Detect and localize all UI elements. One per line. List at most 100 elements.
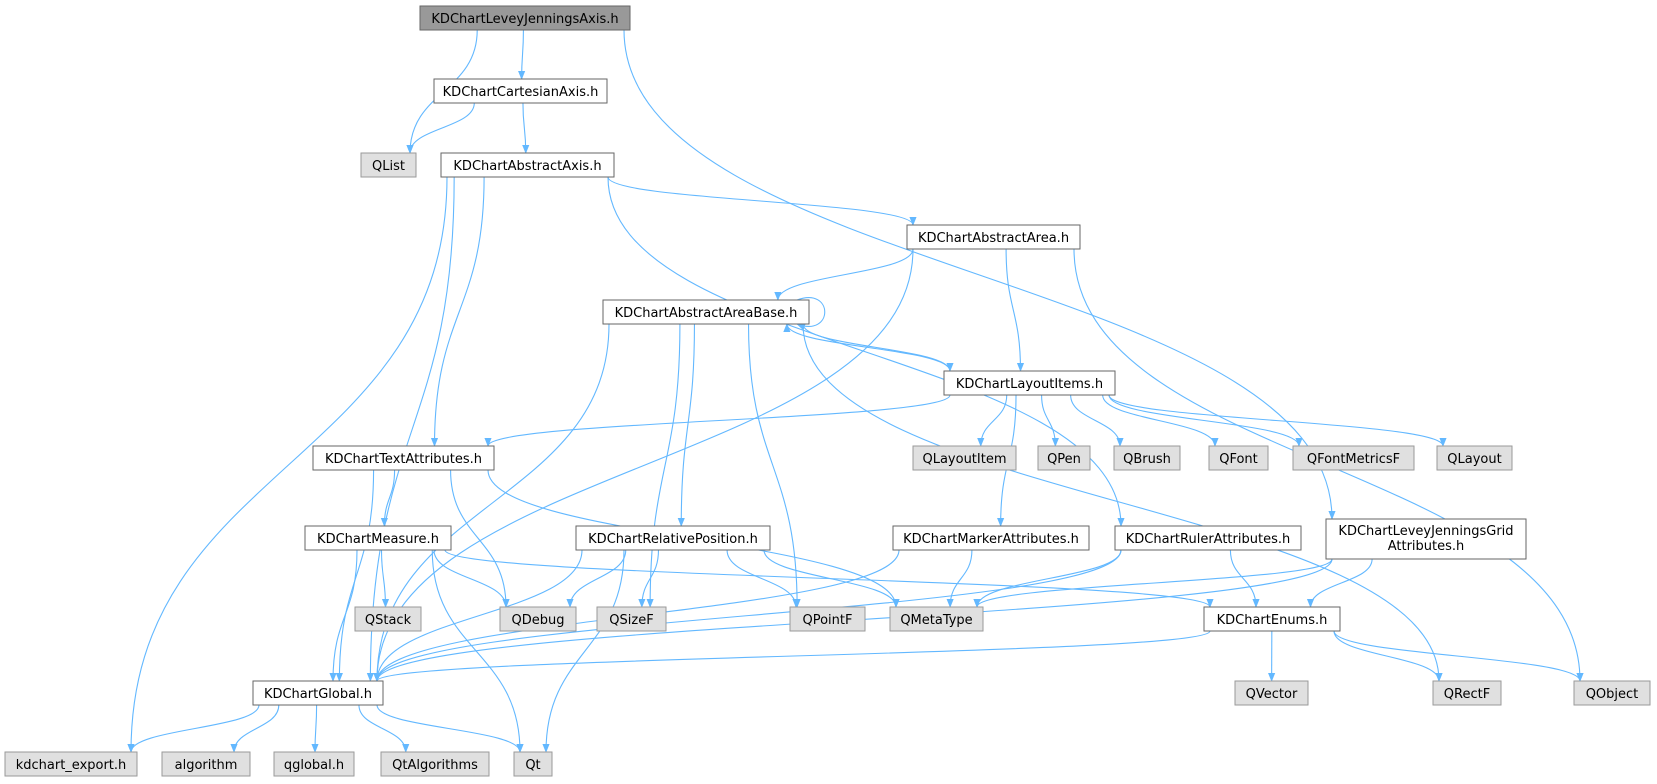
node-box [433,78,608,104]
node-algorithm[interactable]: algorithm [161,751,251,777]
edge-line [380,469,396,527]
node-box [943,370,1116,396]
node-relative_position[interactable]: KDChartRelativePosition.h [575,525,771,551]
edge-relative_position-to-qpointf [726,549,800,608]
edge-line [607,176,1125,527]
node-label: QVector [1246,687,1298,702]
node-box [1432,680,1502,706]
edge-line [406,102,475,154]
edge-abstract_axis-to-kdchart_export [127,176,448,753]
node-qpen[interactable]: QPen [1037,445,1091,471]
node-box [354,606,422,632]
node-qvector[interactable]: QVector [1234,680,1309,706]
node-layout_items[interactable]: KDChartLayoutItems.h [943,370,1116,396]
node-box [889,606,984,632]
edge-cartesian_axis-to-abstract_axis [522,102,530,154]
edge-line [1102,394,1219,447]
edge-measure-to-qstack [380,549,390,608]
node-abstract_area_base[interactable]: KDChartAbstractAreaBase.h [602,299,810,325]
edge-layout_items-to-qlayoutitem [977,394,1008,447]
edge-line [607,176,917,226]
node-label: algorithm [175,758,238,773]
edge-layout_items-to-abstract_area_base [783,323,951,372]
node-qrectf[interactable]: QRectF [1432,680,1502,706]
node-box [912,445,1017,471]
edge-measure-to-global [329,549,358,682]
edge-line [677,323,695,527]
node-label: KDChartMarkerAttributes.h [903,532,1079,547]
edge-measure-to-qdebug [433,549,510,608]
edge-ruler_attributes-to-qmetatype [973,549,1122,608]
node-label: KDChartAbstractAxis.h [453,159,601,174]
node-label: QBrush [1123,452,1171,467]
node-qdebug[interactable]: QDebug [499,606,577,632]
edge-line [450,469,510,608]
edge-abstract_area_base-to-qrectf [802,323,1443,682]
edge-global-to-algorithm [230,704,280,753]
node-label: KDChartAbstractAreaBase.h [615,306,798,321]
edge-layout_items-to-qbrush [1070,394,1124,447]
node-qstack[interactable]: QStack [354,606,422,632]
edge-line [433,549,510,608]
edge-line [763,549,900,608]
node-qglobal[interactable]: qglobal.h [273,751,355,777]
edge-line [1333,630,1584,682]
node-enums[interactable]: KDChartEnums.h [1203,606,1341,632]
node-qbrush[interactable]: QBrush [1113,445,1181,471]
edge-relative_position-to-qt [542,549,625,753]
node-qlayout[interactable]: QLayout [1436,445,1513,471]
node-qobject[interactable]: QObject [1573,680,1651,706]
node-label: qglobal.h [284,758,344,773]
edge-abstract_area_base-to-qsizef [646,323,681,608]
node-abstract_axis[interactable]: KDChartAbstractAxis.h [440,152,615,178]
edge-ruler_attributes-to-global [373,549,1122,682]
edge-enums-to-global [373,630,1211,682]
node-marker_attributes[interactable]: KDChartMarkerAttributes.h [892,525,1090,551]
dependency-nodes: KDChartLeveyJenningsAxis.hKDChartCartesi… [4,5,1651,777]
edge-abstract_axis-to-text_attributes [430,176,485,447]
node-box [906,224,1081,250]
node-kdchart_export[interactable]: kdchart_export.h [4,751,138,777]
node-label: kdchart_export.h [16,758,127,773]
edge-text_attributes-to-qdebug [450,469,510,608]
node-box [380,751,490,777]
node-qt[interactable]: Qt [513,751,553,777]
node-qmetatype[interactable]: QMetaType [889,606,984,632]
edge-line [311,704,319,753]
node-qsizef[interactable]: QSizeF [596,606,667,632]
edge-line [542,549,625,753]
edge-abstract_axis-to-ruler_attributes [607,176,1125,527]
node-text_attributes[interactable]: KDChartTextAttributes.h [312,445,495,471]
node-ruler_attributes[interactable]: KDChartRulerAttributes.h [1114,525,1302,551]
edge-line [747,323,801,608]
node-label-line2: Attributes.h [1388,539,1465,554]
node-qtalgorithms[interactable]: QtAlgorithms [380,751,490,777]
node-box [360,152,417,178]
edge-layout_items-to-qfont [1102,394,1219,447]
node-label: KDChartLayoutItems.h [956,377,1103,392]
node-qfont[interactable]: QFont [1208,445,1269,471]
node-label: QList [372,159,405,174]
node-cartesian_axis[interactable]: KDChartCartesianAxis.h [433,78,608,104]
node-measure[interactable]: KDChartMeasure.h [304,525,452,551]
edge-line [127,176,448,753]
edge-line [376,704,524,753]
node-qfontmetricsf[interactable]: QFontMetricsF [1292,445,1415,471]
node-levey_axis[interactable]: KDChartLeveyJenningsAxis.h [419,5,631,31]
node-abstract_area[interactable]: KDChartAbstractArea.h [906,224,1081,250]
node-qlist[interactable]: QList [360,152,417,178]
edge-line [796,297,826,331]
node-label: Qt [525,758,540,773]
node-box [1203,606,1341,632]
node-qpointf[interactable]: QPointF [789,606,866,632]
dependency-edges [127,29,1584,753]
node-global[interactable]: KDChartGlobal.h [252,680,384,706]
edge-layout_items-to-text_attributes [484,394,951,447]
node-qlayoutitem[interactable]: QLayoutItem [912,445,1017,471]
edge-relative_position-to-qmetatype [763,549,900,608]
edge-line [366,176,455,682]
node-label: KDChartRelativePosition.h [588,532,758,547]
edge-layout_items-to-qfontmetricsf [1108,394,1303,447]
